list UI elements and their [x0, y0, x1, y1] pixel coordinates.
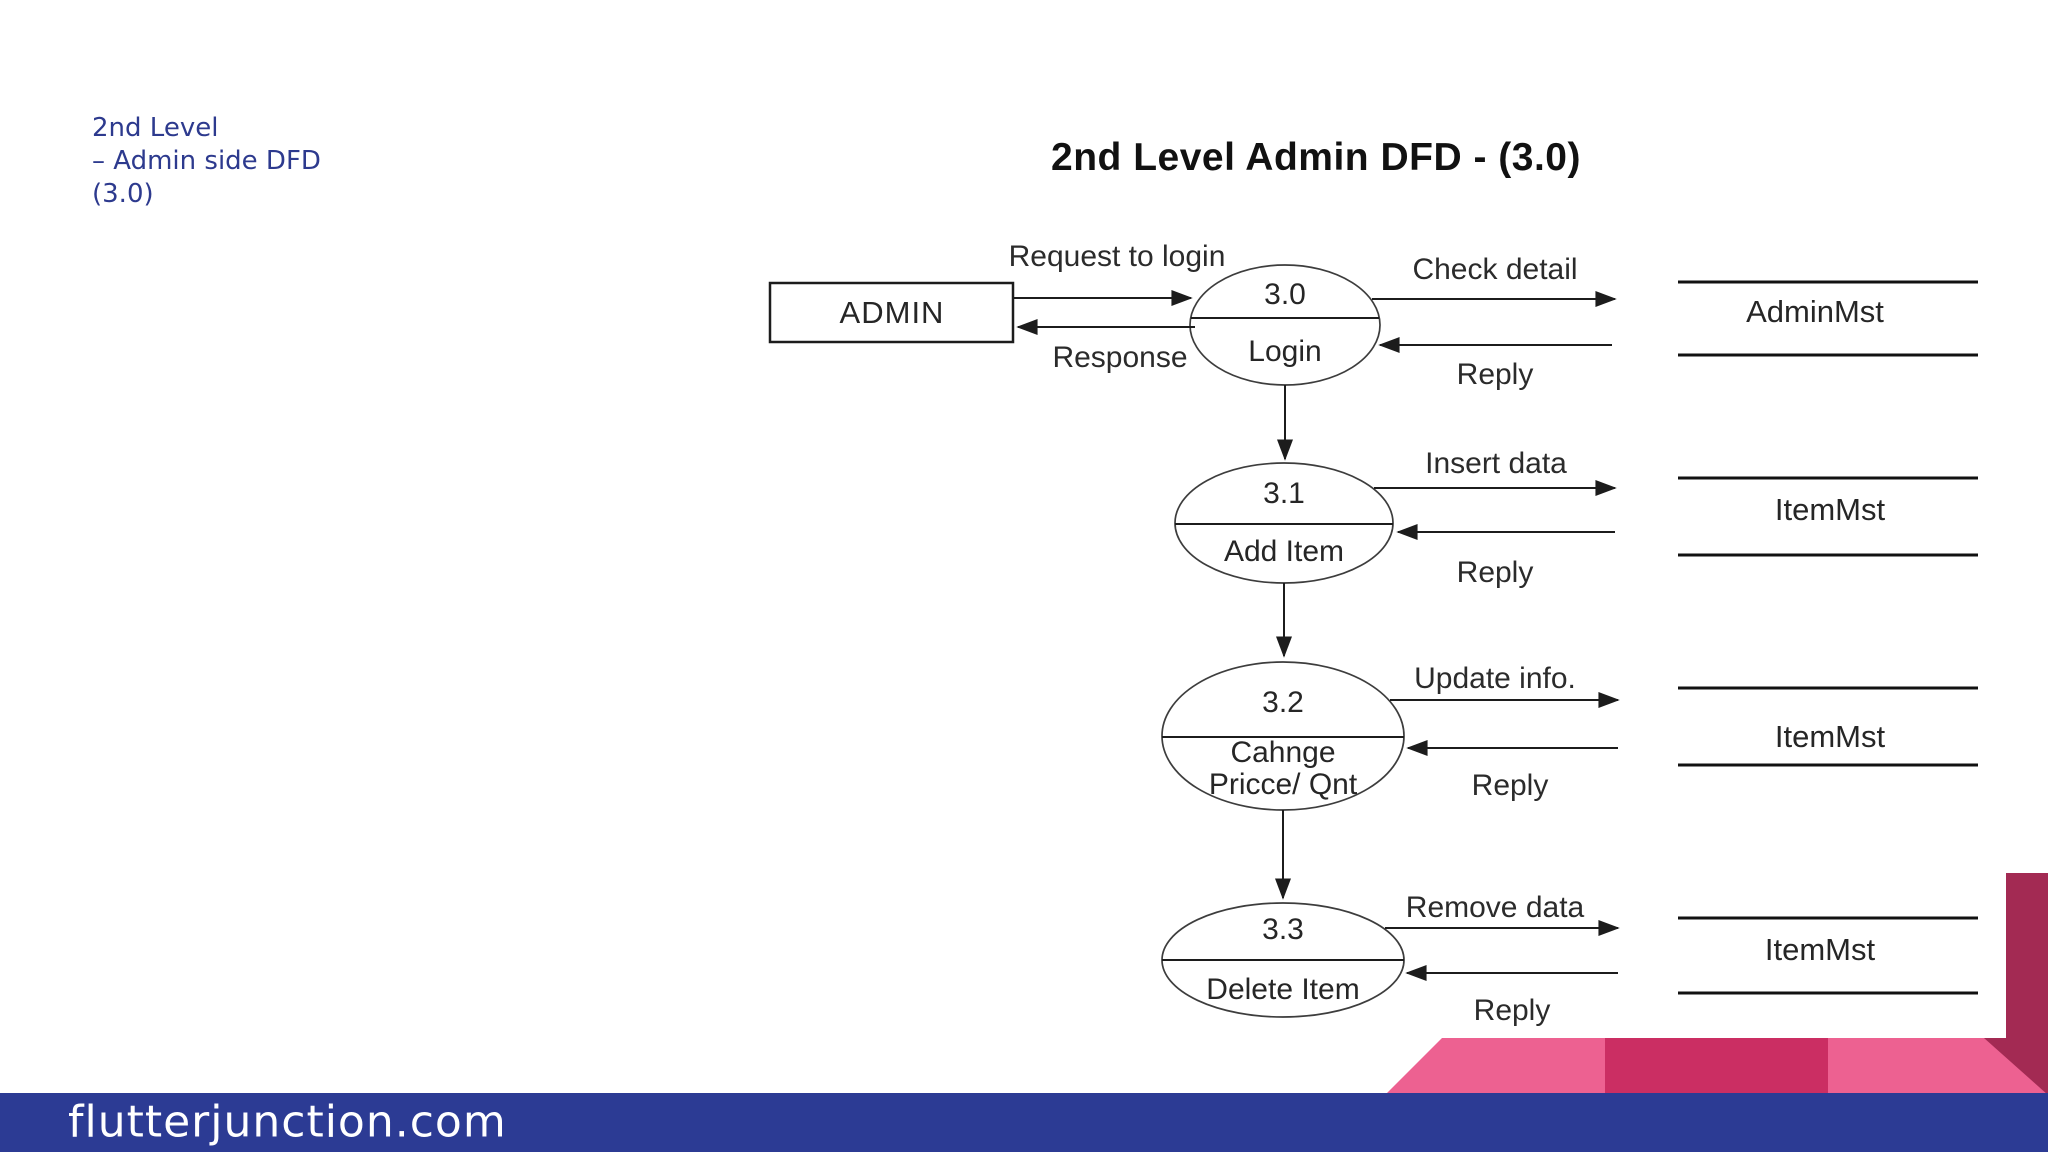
flow-label-reply-row1: Reply: [1456, 358, 1534, 391]
flow-label-reply-row4: Reply: [1473, 994, 1551, 1027]
data-store-label-adminmst: AdminMst: [1746, 294, 1884, 329]
data-store-itemmst-2: [1678, 686, 1978, 767]
external-entity-box: [768, 281, 1015, 344]
process-name-change-price: Cahnge Pricce/ Qnt: [1209, 737, 1357, 801]
decor-magenta-band: [1605, 1038, 1828, 1093]
flow-label-check-detail: Check detail: [1412, 253, 1578, 286]
flow-arrows: [1013, 290, 1620, 981]
flow-label-response: Response: [1052, 341, 1188, 374]
data-store-itemmst-3: [1678, 916, 1978, 995]
slide-heading-line2: – Admin side DFD: [92, 146, 321, 176]
data-store-adminmst: [1678, 280, 1978, 357]
process-id-3-3: 3.3: [1262, 913, 1304, 946]
decor-maroon-fold: [1984, 1038, 2048, 1095]
external-entity-label: ADMIN: [839, 295, 945, 330]
data-store-label-itemmst-1: ItemMst: [1774, 492, 1886, 527]
flow-label-update-info: Update info.: [1414, 662, 1576, 695]
slide-heading-line1: 2nd Level: [92, 113, 219, 143]
data-store-itemmst-1: [1678, 476, 1978, 557]
flow-label-reply-row2: Reply: [1456, 556, 1534, 589]
flow-label-remove-data: Remove data: [1405, 891, 1585, 924]
process-name-login: Login: [1248, 335, 1322, 368]
decor-maroon-column: [2006, 873, 2048, 1040]
flow-label-request: Request to login: [1008, 240, 1226, 273]
process-id-3-0: 3.0: [1264, 278, 1306, 311]
slide-heading: 2nd Level – Admin side DFD (3.0): [92, 112, 321, 211]
slide-heading-line3: (3.0): [92, 179, 154, 209]
flow-label-reply-row3: Reply: [1471, 769, 1549, 802]
process-name-delete-item: Delete Item: [1206, 973, 1360, 1006]
process-name-change-price-line1: Cahnge: [1230, 736, 1336, 769]
flow-label-insert-data: Insert data: [1425, 447, 1567, 480]
footer-site-text: flutterjunction.com: [68, 1096, 507, 1148]
process-name-add-item: Add Item: [1223, 535, 1345, 568]
data-store-label-itemmst-3: ItemMst: [1764, 932, 1876, 967]
process-name-change-price-line2: Pricce/ Qnt: [1208, 768, 1358, 801]
data-store-label-itemmst-2: ItemMst: [1774, 719, 1886, 754]
process-id-3-2: 3.2: [1262, 686, 1304, 719]
process-id-3-1: 3.1: [1263, 477, 1305, 510]
diagram-title: 2nd Level Admin DFD - (3.0): [1051, 136, 1581, 179]
footer-bar: [0, 1093, 2048, 1152]
